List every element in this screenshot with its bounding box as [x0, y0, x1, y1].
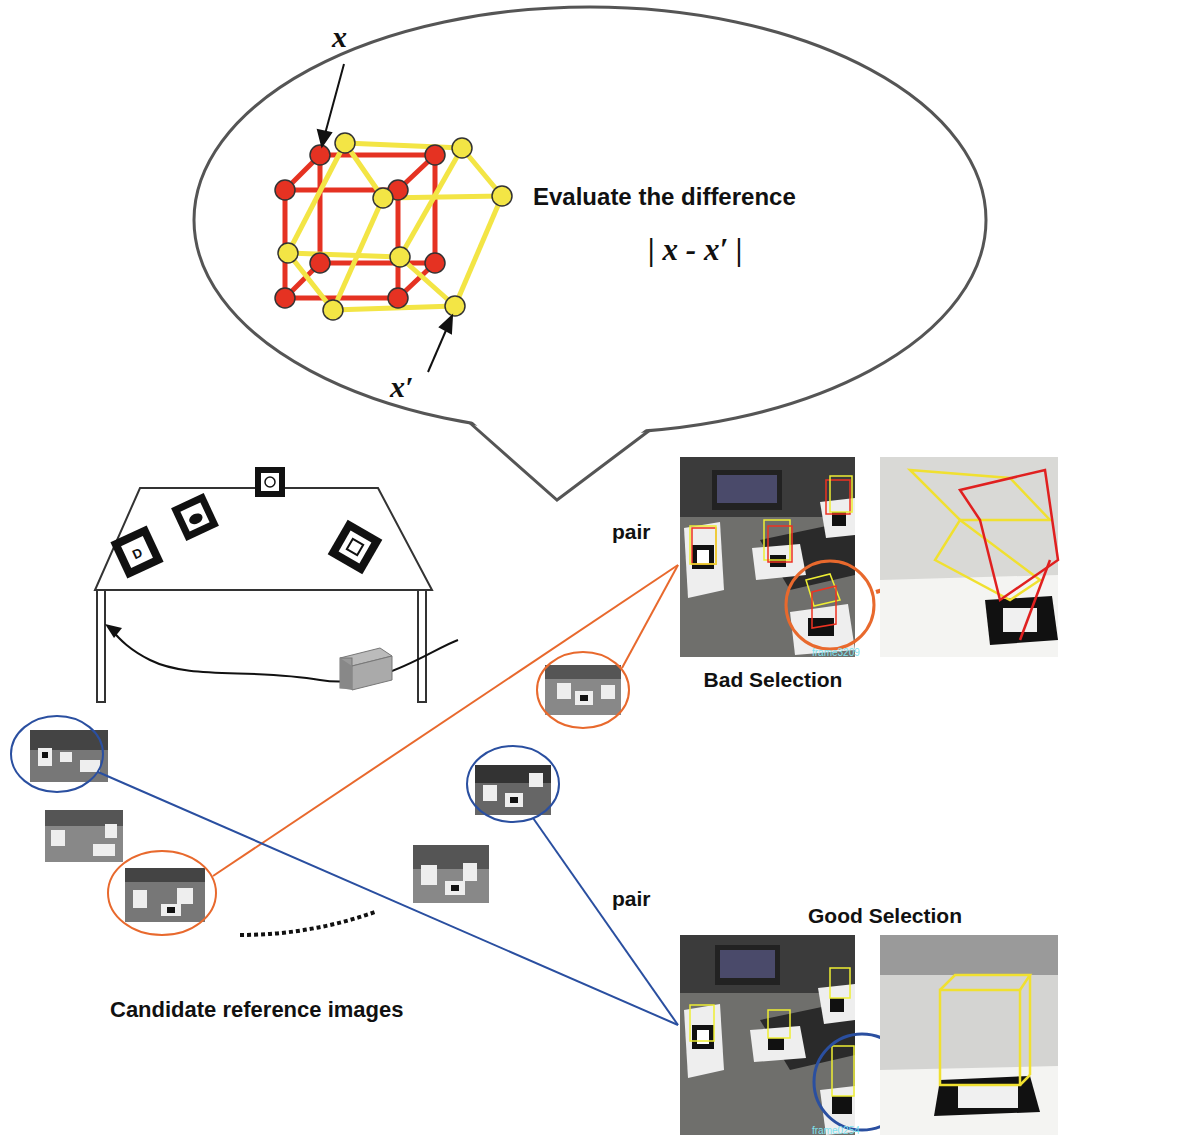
pair-label: pair	[612, 520, 651, 544]
frame-watermark: frame0254	[812, 1125, 860, 1136]
formula-text: | x - x′ |	[648, 232, 743, 268]
bubble-text-slot: Evaluate the difference	[533, 183, 796, 211]
good-photo	[680, 935, 1058, 1135]
formula-text-slot: | x - x′ |	[648, 232, 743, 268]
table-illustration	[95, 488, 432, 702]
bad-photo	[680, 457, 1058, 657]
caption-label-slot: Candidate reference images	[110, 997, 403, 1023]
point-label-slot: x	[332, 20, 347, 54]
frame-watermark-slot: frame0254	[812, 1120, 860, 1138]
cube-figure	[275, 64, 512, 372]
bubble-text: Evaluate the difference	[533, 183, 796, 211]
caption-label: Candidate reference images	[110, 997, 403, 1023]
pair-lines	[11, 565, 678, 1025]
marker-icons: D	[110, 467, 382, 579]
svg-text:D: D	[130, 545, 145, 563]
camera-path	[105, 624, 458, 690]
speech-bubble	[190, 0, 990, 505]
pair-label: pair	[612, 887, 651, 911]
point-label: x	[332, 20, 347, 54]
selection-heading: Bad Selection	[704, 668, 843, 692]
speech-bubble-node: Evaluate the difference | x - x′ |	[190, 0, 990, 505]
selection-heading: Good Selection	[808, 904, 962, 928]
selection-heading-slot: Good Selection	[755, 904, 1015, 928]
camera-icon	[340, 648, 392, 690]
frame-watermark-slot: frame3209	[812, 642, 860, 660]
point-label-slot: x′	[390, 370, 413, 404]
frame-watermark: frame3209	[812, 647, 860, 658]
good-selection-node: Good Selection	[678, 895, 1060, 1138]
point-label: x′	[390, 370, 413, 404]
selection-heading-slot: Bad Selection	[678, 668, 868, 692]
pair-label-slot: pair	[612, 520, 651, 544]
bad-selection-node: Bad Selection	[678, 455, 1060, 700]
pair-label-slot: pair	[612, 887, 651, 911]
